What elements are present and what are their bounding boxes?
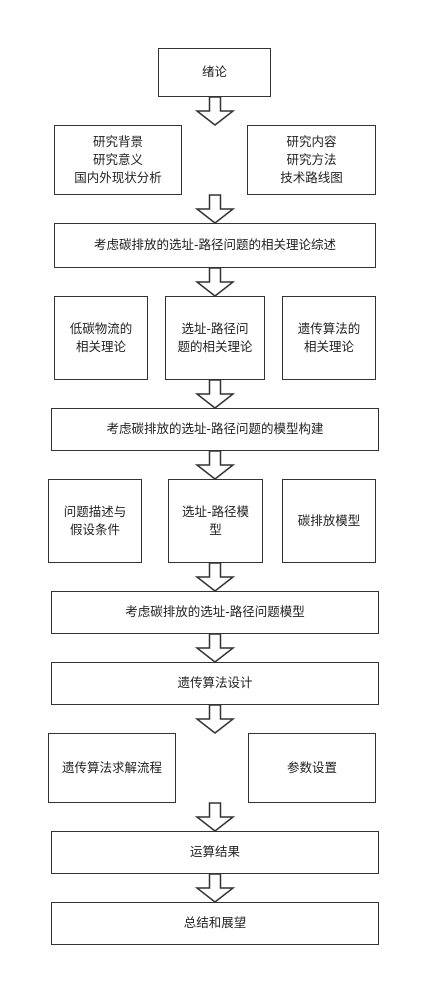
node-summary-label: 总结和展望: [183, 915, 247, 931]
down-arrow-icon: [194, 379, 236, 409]
node-content: 研究内容 研究方法 技术路线图: [247, 125, 376, 195]
node-intro-label: 绪论: [201, 64, 227, 80]
node-results-label: 运算结果: [189, 844, 240, 860]
node-ga-design: 遗传算法设计: [51, 662, 379, 705]
down-arrow-icon: [194, 562, 236, 592]
down-arrow-icon: [194, 194, 236, 224]
node-intro: 绪论: [158, 48, 271, 97]
node-background: 研究背景 研究意义 国内外现状分析: [54, 125, 182, 195]
node-low-carbon: 低碳物流的 相关理论: [54, 296, 148, 380]
node-summary: 总结和展望: [51, 902, 379, 945]
node-review-label: 考虑碳排放的选址-路径问题的相关理论综述: [93, 237, 336, 253]
down-arrow-icon: [194, 267, 236, 297]
node-build: 考虑碳排放的选址-路径问题的模型构建: [51, 408, 379, 451]
down-arrow-icon: [194, 873, 236, 903]
node-lrp-model: 选址-路径模 型: [168, 479, 263, 563]
node-carbon-model: 碳排放模型: [282, 479, 376, 563]
node-ga-flow: 遗传算法求解流程: [48, 733, 176, 803]
node-params-label: 参数设置: [286, 759, 337, 775]
node-ga-flow-label: 遗传算法求解流程: [61, 759, 162, 775]
node-low-carbon-label: 低碳物流的 相关理论: [69, 320, 133, 354]
node-ga-design-label: 遗传算法设计: [177, 675, 253, 691]
node-full-model-label: 考虑碳排放的选址-路径问题模型: [125, 604, 305, 620]
down-arrow-icon: [194, 802, 236, 832]
node-content-label: 研究内容 研究方法 技术路线图: [280, 133, 343, 186]
node-problem-desc-label: 问题描述与 假设条件: [63, 503, 127, 537]
node-carbon-model-label: 碳排放模型: [297, 512, 361, 528]
node-lrp-theory: 选址-路径问 题的相关理论: [165, 296, 265, 380]
node-full-model: 考虑碳排放的选址-路径问题模型: [51, 591, 379, 634]
node-review: 考虑碳排放的选址-路径问题的相关理论综述: [54, 223, 376, 268]
down-arrow-icon: [194, 704, 236, 734]
node-lrp-model-label: 选址-路径模 型: [181, 503, 249, 537]
node-ga-theory: 遗传算法的 相关理论: [282, 296, 376, 380]
down-arrow-icon: [194, 450, 236, 480]
node-params: 参数设置: [248, 733, 376, 803]
down-arrow-icon: [194, 633, 236, 663]
node-lrp-theory-label: 选址-路径问 题的相关理论: [177, 320, 253, 354]
node-build-label: 考虑碳排放的选址-路径问题的模型构建: [106, 421, 324, 437]
node-problem-desc: 问题描述与 假设条件: [48, 479, 142, 563]
down-arrow-icon: [194, 96, 236, 126]
node-results: 运算结果: [51, 831, 379, 874]
node-ga-theory-label: 遗传算法的 相关理论: [297, 320, 361, 354]
node-background-label: 研究背景 研究意义 国内外现状分析: [74, 133, 162, 186]
